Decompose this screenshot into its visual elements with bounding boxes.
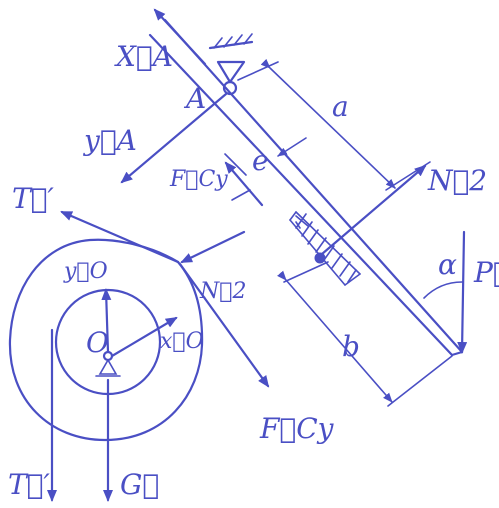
label-n2-mid: N⃗2 — [199, 279, 246, 304]
xo-force-arrow — [110, 316, 178, 358]
label-fcy-bot: F⃗Cy — [259, 412, 335, 445]
yo-force-arrow — [101, 288, 112, 354]
label-n2-top: N⃗2 — [427, 164, 487, 197]
label-p: P⃗ — [473, 256, 499, 289]
alpha-arc — [423, 281, 463, 299]
fcy-upper-arrow — [224, 161, 264, 207]
label-t1-bot: T⃗′ — [8, 468, 50, 501]
label-xo: x⃗O — [160, 329, 204, 354]
n2-drum-arrow — [180, 230, 246, 264]
n2-upper-arrow — [320, 164, 427, 256]
label-xa: X⃗A — [114, 40, 173, 73]
pin-support-a — [208, 33, 254, 96]
label-yo: y⃗O — [63, 259, 108, 284]
label-t1-top: T⃗′ — [12, 182, 54, 215]
p-force-arrow — [457, 230, 468, 354]
label-a-point: A — [183, 82, 206, 115]
label-g: G⃗ — [120, 468, 159, 501]
xa-force-arrow — [153, 8, 207, 66]
dimension-b — [277, 261, 453, 407]
label-b: b — [342, 330, 360, 363]
label-o: O — [86, 326, 109, 359]
label-dim-a: a — [332, 90, 349, 123]
fcy-lower-arrow — [178, 262, 270, 388]
ya-force-arrow — [120, 92, 228, 184]
label-ya: y⃗A — [82, 124, 137, 157]
t1-upper-arrow — [60, 210, 180, 264]
label-fcy-top: F⃗Cy — [169, 167, 228, 192]
label-alpha: α — [438, 248, 457, 281]
brake-shoe-hatch — [289, 211, 361, 286]
label-e: e — [252, 144, 269, 177]
